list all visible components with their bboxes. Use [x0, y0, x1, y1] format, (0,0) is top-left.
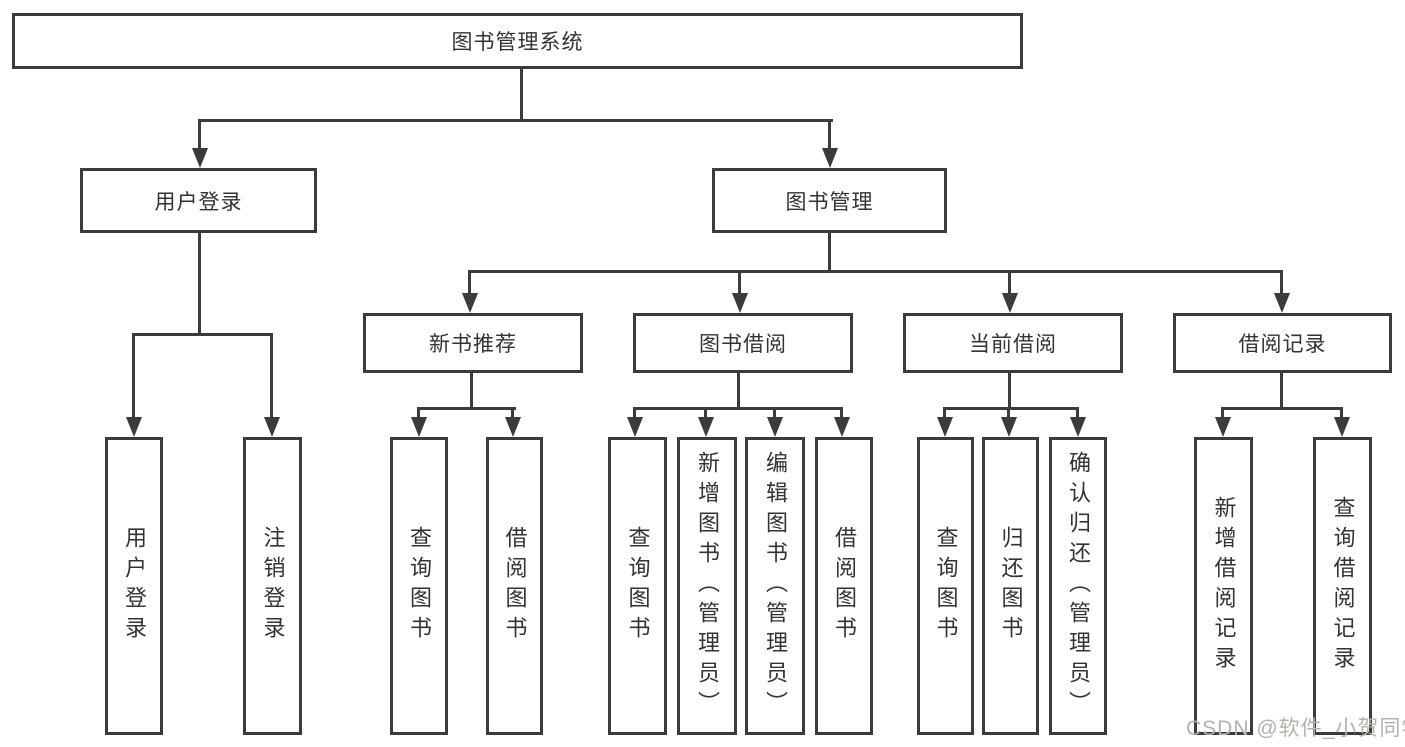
- arrow-down-icon: [1334, 417, 1350, 437]
- node-borrow-records-label: 借阅记录: [1238, 333, 1327, 356]
- connector-book-borrow-horizontal: [633, 407, 843, 410]
- node-book-borrow-label: 图书借阅: [699, 333, 787, 356]
- csdn-watermark: CSDN @软件_小贺同学: [1186, 717, 1405, 740]
- node-current-borrow-label: 当前借阅: [969, 333, 1057, 356]
- connector-borrow-records-horizontal: [1221, 407, 1343, 410]
- leaf-query-books-recommend: 查询图书: [390, 437, 448, 735]
- arrow-down-icon: [505, 417, 521, 437]
- arrow-down-icon: [822, 148, 838, 168]
- leaf-confirm-return-admin: 确认归还（管理员）: [1049, 437, 1107, 735]
- leaf-user-login: 用户登录: [105, 437, 163, 735]
- leaf-add-book-admin-label: 新增图书（管理员）: [695, 451, 720, 721]
- leaf-logout-login-label: 注销登录: [260, 526, 286, 646]
- connector-user-login-stem: [198, 233, 201, 335]
- node-book-mgmt-label: 图书管理: [785, 190, 874, 214]
- leaf-borrow-books-recommend: 借阅图书: [486, 437, 543, 735]
- leaf-query-borrow-record: 查询借阅记录: [1313, 437, 1372, 735]
- connector-current-borrow-stem: [1008, 373, 1011, 410]
- arrow-down-icon: [126, 417, 142, 437]
- node-root-label: 图书管理系统: [451, 31, 584, 54]
- leaf-query-borrow-record-label: 查询借阅记录: [1330, 496, 1356, 676]
- connector-to-leaf-user-login: [132, 333, 135, 419]
- leaf-borrow-books-label: 借阅图书: [832, 526, 857, 646]
- node-new-book-recommend-label: 新书推荐: [429, 333, 517, 356]
- connector-leaf: [511, 407, 514, 419]
- arrow-down-icon: [264, 417, 280, 437]
- connector-to-borrow-records: [1280, 270, 1283, 295]
- arrow-down-icon: [1001, 417, 1017, 437]
- arrow-down-icon: [627, 417, 643, 437]
- leaf-return-book-label: 归还图书: [998, 526, 1024, 646]
- leaf-borrow-books: 借阅图书: [815, 437, 873, 735]
- arrow-down-icon: [192, 148, 208, 168]
- connector-new-book-rec-horizontal: [417, 407, 516, 410]
- node-book-mgmt: 图书管理: [712, 168, 947, 233]
- arrow-down-icon: [1215, 417, 1231, 437]
- arrow-down-icon: [1070, 417, 1086, 437]
- node-root: 图书管理系统: [12, 13, 1023, 69]
- connector-to-leaf-logout: [270, 333, 273, 419]
- connector-to-new-book-rec: [468, 270, 471, 295]
- leaf-logout-login: 注销登录: [243, 437, 302, 735]
- arrow-down-icon: [834, 417, 850, 437]
- connector-current-borrow-horizontal: [943, 407, 1079, 410]
- leaf-confirm-return-admin-label: 确认归还（管理员）: [1066, 451, 1091, 721]
- node-user-login-label: 用户登录: [154, 190, 243, 214]
- leaf-user-login-label: 用户登录: [122, 526, 147, 646]
- node-user-login: 用户登录: [80, 168, 317, 233]
- leaf-borrow-books-recommend-label: 借阅图书: [502, 526, 528, 646]
- leaf-query-books-borrow: 查询图书: [608, 437, 667, 735]
- arrow-down-icon: [698, 417, 714, 437]
- connector-to-user-login: [198, 119, 201, 150]
- connector-root-stem: [520, 69, 523, 122]
- connector-leaf: [1076, 407, 1079, 419]
- arrow-down-icon: [732, 293, 748, 313]
- connector-to-book-mgmt: [828, 119, 831, 150]
- connector-borrow-records-stem: [1280, 373, 1283, 410]
- connector-level2-horizontal: [198, 119, 833, 122]
- leaf-query-books-borrow-label: 查询图书: [625, 526, 651, 646]
- node-new-book-recommend: 新书推荐: [363, 313, 583, 373]
- leaf-add-borrow-record-label: 新增借阅记录: [1211, 496, 1237, 676]
- connector-leaf: [633, 407, 636, 419]
- arrow-down-icon: [767, 417, 783, 437]
- connector-leaf: [417, 407, 420, 419]
- leaf-return-book: 归还图书: [982, 437, 1039, 735]
- connector-book-borrow-stem: [737, 373, 740, 410]
- leaf-add-borrow-record: 新增借阅记录: [1194, 437, 1253, 735]
- connector-user-login-horizontal: [132, 333, 273, 336]
- connector-to-book-borrow: [738, 270, 741, 295]
- leaf-add-book-admin: 新增图书（管理员）: [677, 437, 737, 735]
- connector-leaf: [943, 407, 946, 419]
- node-borrow-records: 借阅记录: [1173, 313, 1392, 373]
- connector-leaf: [1221, 407, 1224, 419]
- arrow-down-icon: [462, 293, 478, 313]
- connector-book-mgmt-stem: [828, 233, 831, 273]
- connector-leaf: [840, 407, 843, 419]
- node-current-borrow: 当前借阅: [903, 313, 1123, 373]
- leaf-query-books-recommend-label: 查询图书: [407, 526, 432, 646]
- connector-level3-horizontal: [468, 270, 1283, 273]
- connector-to-current-borrow: [1008, 270, 1011, 295]
- leaf-query-books-current-label: 查询图书: [933, 526, 959, 646]
- connector-leaf: [773, 407, 776, 419]
- node-book-borrow: 图书借阅: [633, 313, 853, 373]
- arrow-down-icon: [1002, 293, 1018, 313]
- leaf-query-books-current: 查询图书: [917, 437, 974, 735]
- arrow-down-icon: [937, 417, 953, 437]
- connector-leaf: [704, 407, 707, 419]
- leaf-edit-book-admin-label: 编辑图书（管理员）: [763, 451, 788, 721]
- arrow-down-icon: [411, 417, 427, 437]
- leaf-edit-book-admin: 编辑图书（管理员）: [745, 437, 805, 735]
- connector-leaf: [1340, 407, 1343, 419]
- arrow-down-icon: [1274, 293, 1290, 313]
- connector-new-book-rec-stem: [470, 373, 473, 410]
- connector-leaf: [1007, 407, 1010, 419]
